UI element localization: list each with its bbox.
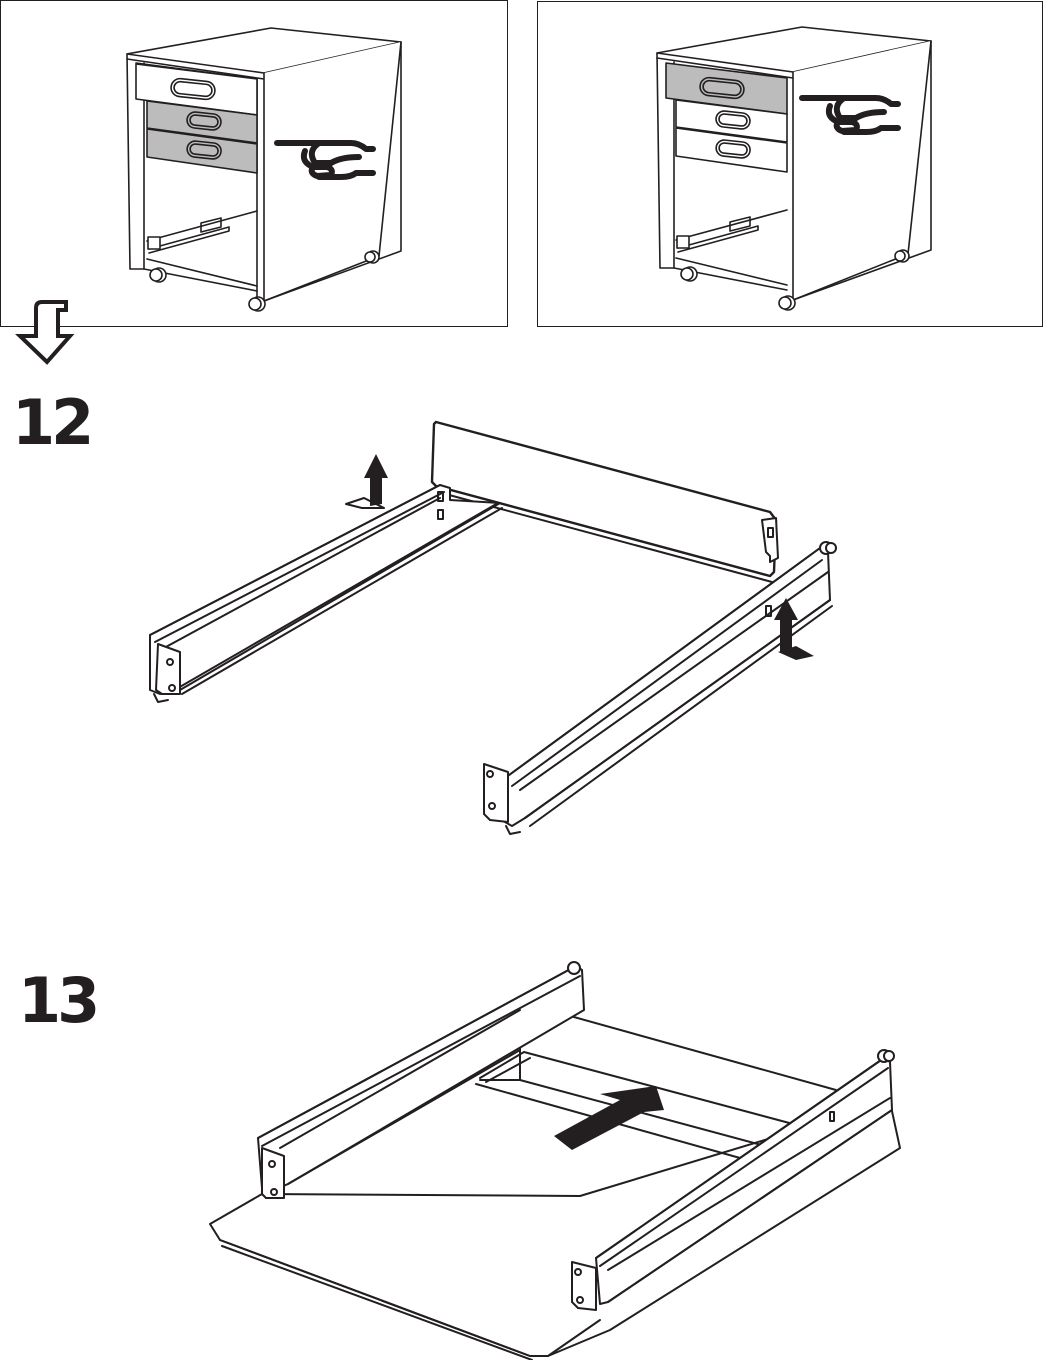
pointing-hand-icon: [274, 140, 376, 180]
pointing-hand-icon: [799, 95, 901, 135]
step-12-illustration: [149, 420, 837, 835]
step-number: 13: [18, 964, 100, 1037]
down-arrow-icon: [15, 300, 75, 365]
overview-panel-left: [0, 0, 508, 327]
cabinet-illustration-two-lower-drawers: [126, 27, 402, 312]
step-number: 12: [12, 386, 94, 459]
overview-panel-right: [537, 1, 1043, 327]
